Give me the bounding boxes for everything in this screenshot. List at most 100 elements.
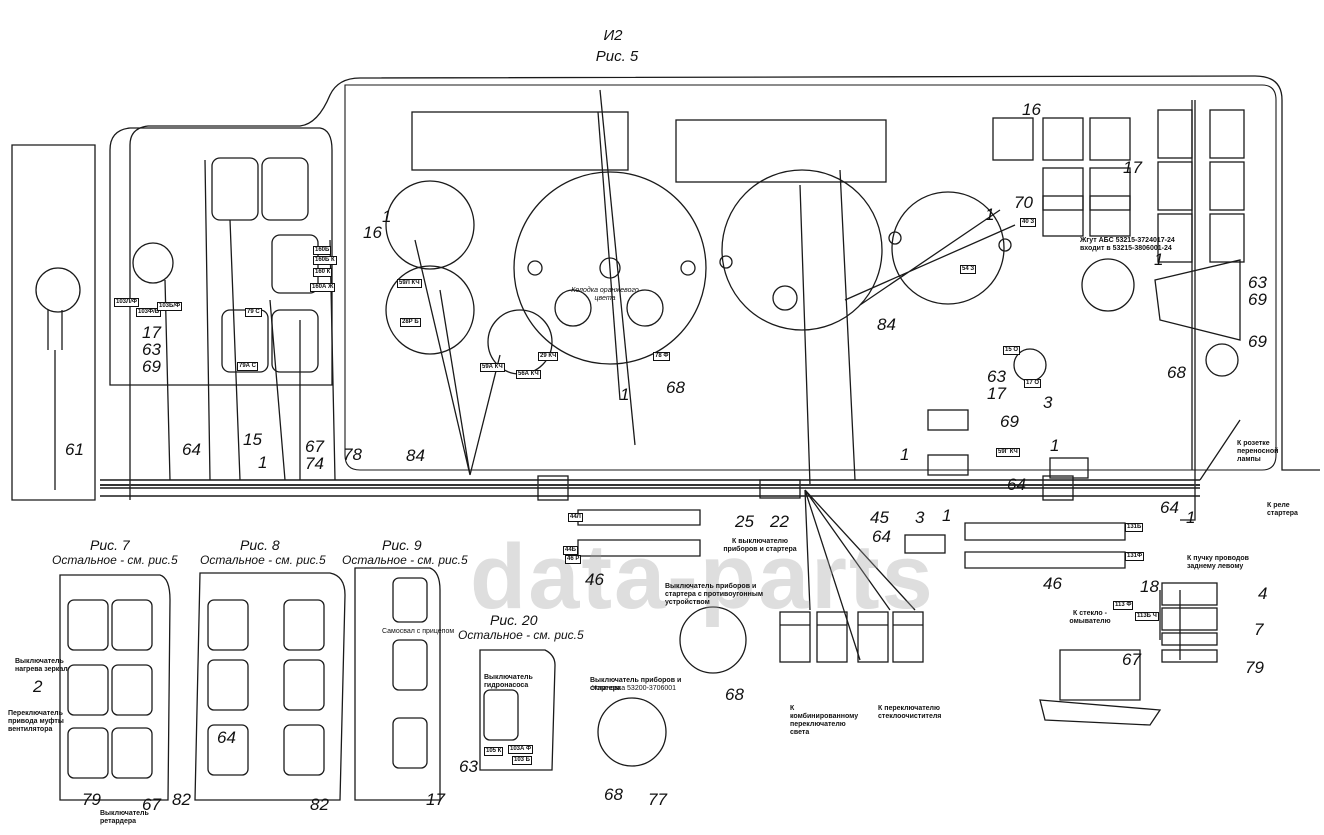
wire-tag: 160Б К (313, 256, 337, 265)
note-abs-harness: Жгут АБС 53215-3724017-24 входит в 53215… (1080, 237, 1175, 252)
callout: 46 (585, 570, 604, 589)
inset-subtitle: Остальное - см. рис.5 (458, 628, 584, 642)
callout: 78 (343, 445, 362, 464)
inset-subtitle: Остальное - см. рис.5 (52, 553, 178, 567)
callout: 46 (1043, 574, 1062, 593)
indicator-panel-center (675, 119, 887, 183)
note-washer: К стекло - омывателю (1069, 610, 1111, 625)
note-ignition-switch: Выключатель приборов и стартера (590, 677, 682, 692)
wire-tag: 103А Ф (508, 745, 534, 754)
callout: 63 (987, 367, 1006, 386)
note-ignition-install: Установка 53200-3706001 (592, 685, 677, 692)
inset-title: Рис. 7 (90, 537, 130, 553)
wire-tag: 54 З (960, 265, 977, 274)
wire-tag: 46 Р (565, 555, 582, 564)
gauge-left-upper (385, 180, 475, 270)
harness-connector (537, 475, 569, 501)
note-light-switch: К комбинированному переключателю света (790, 705, 859, 736)
wire-tag: 29 КЧ (538, 352, 559, 361)
callout: 63 (142, 340, 161, 359)
callout: 17 (142, 323, 161, 342)
inset-title: Рис. 20 (490, 612, 538, 628)
callout: 68 (666, 378, 685, 397)
left-pillar (11, 144, 96, 501)
wire-tag: 103Л/Ф (114, 298, 140, 307)
main-harness (100, 479, 1200, 497)
inset-fig8 (194, 572, 346, 801)
callout: 15 (243, 430, 262, 449)
gauge-speedometer (513, 171, 707, 365)
sheet-label: И2 (603, 27, 623, 44)
wire-tag: 103Ф/Б (136, 308, 162, 317)
gauge-left-lower (385, 265, 475, 355)
note-mirror-heat: Выключатель нагрева зеркал (15, 658, 68, 673)
wire-tag: 56А КЧ (516, 370, 541, 379)
callout: 1 (1186, 508, 1196, 527)
callout: 64 (1007, 475, 1026, 494)
note-connector-orange: Колодка оранжевого цвета (571, 287, 639, 302)
callout: 1 (620, 385, 630, 404)
wire-tag: 15 О (1003, 346, 1021, 355)
wire-tag: 59Г КЧ (996, 448, 1020, 457)
callout: 63 (1248, 273, 1267, 292)
wire-tag: 105 К (484, 747, 504, 756)
wire-tag: 78 Ф (653, 352, 671, 361)
wire-tag: 17 О (1024, 379, 1042, 388)
wire-tag: 40 З (1020, 218, 1037, 227)
callout: 64 (217, 728, 236, 747)
wire-tag: 44Л (568, 513, 583, 522)
inset-title: Рис. 8 (240, 537, 280, 553)
callout: 68 (725, 685, 744, 704)
callout: 3 (915, 508, 925, 527)
callout: 63 (459, 757, 478, 776)
callout: 25 (735, 512, 754, 531)
callout: 69 (142, 357, 161, 376)
wire-tag: 131Б (1125, 523, 1144, 532)
inset-fig20 (479, 649, 556, 771)
callout: 68 (604, 785, 623, 804)
callout: 1 (900, 445, 910, 464)
dashboard-outline (129, 75, 1320, 500)
callout: 82 (310, 795, 329, 814)
bulb-icon (35, 267, 81, 313)
wire-tag: 103 Б (512, 756, 532, 765)
wire-tag: 131Ф (1125, 552, 1145, 561)
callout: 64 (1160, 498, 1179, 517)
callout: 82 (172, 790, 191, 809)
note-retarder: Выключатель ретардера (100, 810, 149, 825)
callout: 1 (985, 205, 995, 224)
callout: 64 (872, 527, 891, 546)
callout: 16 (1022, 100, 1041, 119)
inset-subtitle: Остальное - см. рис.5 (342, 553, 468, 567)
callout: 18 (1140, 577, 1159, 596)
inset-fig9 (354, 567, 441, 801)
inset-fig7 (59, 574, 171, 801)
callout: 84 (877, 315, 896, 334)
ignition-switch-antitheft (679, 606, 747, 674)
callout: 69 (1248, 290, 1267, 309)
callout: 77 (648, 790, 667, 809)
callout: 1 (258, 453, 268, 472)
callout: 79 (82, 790, 101, 809)
ignition-switch (597, 697, 667, 767)
wire-tag: 28Р Б (400, 318, 421, 327)
watermark-logo: data-parts (470, 526, 935, 628)
callout: 2 (33, 677, 43, 696)
inset-subtitle: Остальное - см. рис.5 (200, 553, 326, 567)
note-to-ignition: К выключателю приборов и стартера (723, 538, 797, 553)
wire-tag: 44Б (563, 546, 578, 555)
wire-tag: 103Б/Ф (157, 302, 183, 311)
callout: 69 (1248, 332, 1267, 351)
callout: 17 (987, 384, 1006, 403)
callout: 67 (142, 795, 161, 814)
wire-tag: 79А С (237, 362, 259, 371)
callout: 61 (65, 440, 84, 459)
callout: 68 (1167, 363, 1186, 382)
callout: 7 (1254, 620, 1264, 639)
callout: 67 (305, 437, 324, 456)
callout: 1 (382, 207, 392, 226)
wire-tag: 113Б Ч (1135, 612, 1159, 621)
callout: 45 (870, 508, 889, 527)
callout: 22 (770, 512, 789, 531)
